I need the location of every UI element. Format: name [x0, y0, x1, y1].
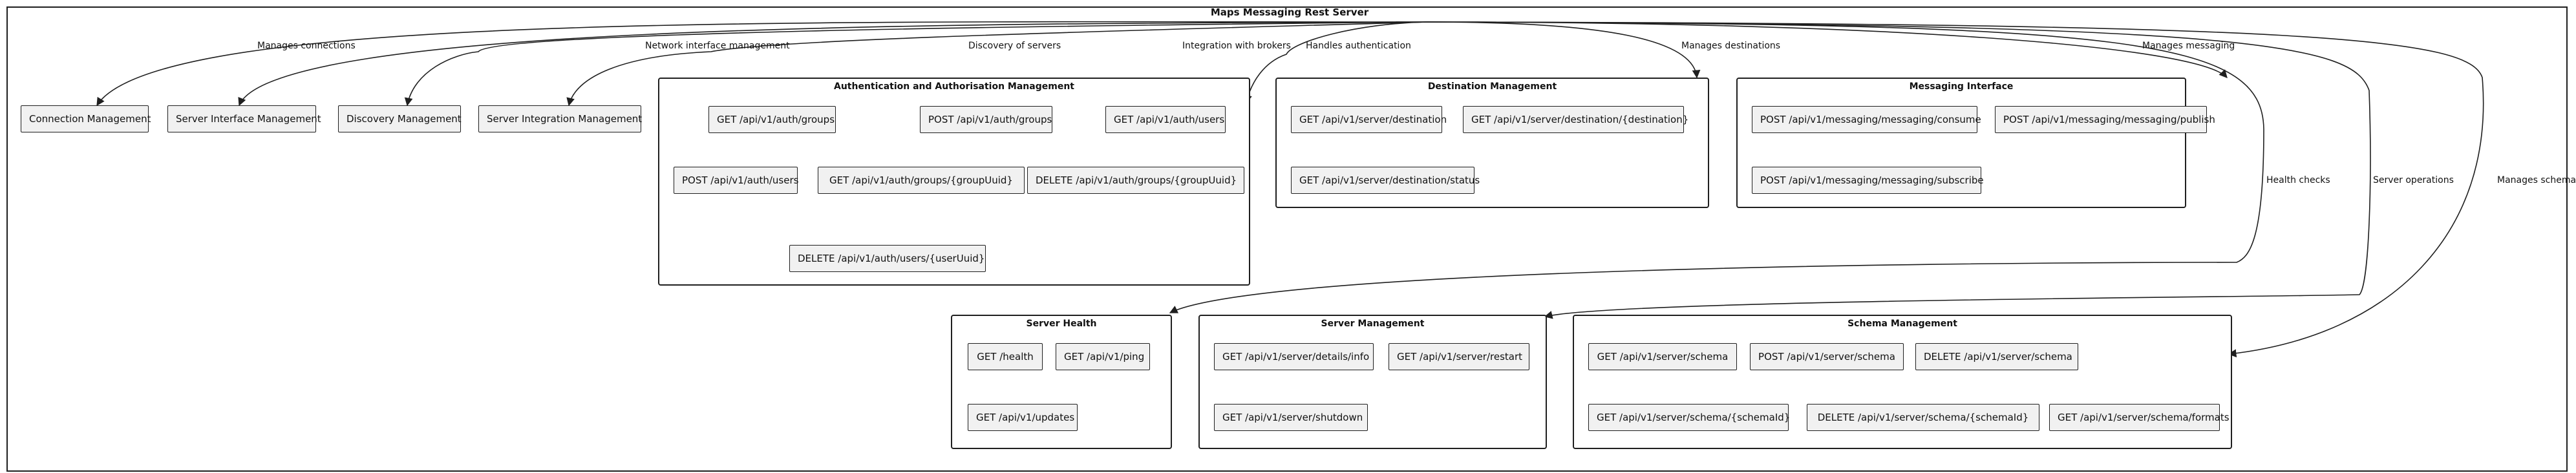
edge-label-integ: Integration with brokers — [1182, 41, 1291, 51]
endpoint: POST /api/v1/messaging/messaging/publish — [1995, 106, 2215, 133]
edge-label-conn: Manages connections — [257, 41, 356, 51]
endpoint: DELETE /api/v1/server/schema/{schemaId} — [1807, 404, 2039, 431]
edge-conn — [96, 21, 1428, 107]
endpoint: GET /api/v1/auth/groups — [708, 106, 836, 133]
group-schema-management: Schema Management GET /api/v1/server/sch… — [1573, 315, 2232, 449]
edge-integ — [566, 21, 1428, 107]
edge-label-schema: Manages schemas — [2497, 175, 2576, 185]
endpoint: GET /api/v1/server/details/info — [1214, 343, 1374, 370]
group-destination-title: Destination Management — [1427, 81, 1557, 92]
endpoint: GET /api/v1/server/destination/status — [1291, 167, 1480, 194]
node-server-integration-management: Server Integration Management — [478, 105, 642, 132]
diagram-title: Maps Messaging Rest Server — [1210, 6, 1369, 18]
endpoint: GET /api/v1/server/schema — [1588, 343, 1737, 370]
edge-msg — [1427, 21, 2228, 78]
endpoint: GET /api/v1/auth/groups/{groupUuid} — [818, 167, 1025, 194]
edge-health — [1169, 21, 2264, 313]
group-destination: Destination Management GET /api/v1/serve… — [1275, 78, 1709, 208]
endpoint: GET /api/v1/server/shutdown — [1214, 404, 1368, 431]
node-server-interface-management: Server Interface Management — [167, 105, 321, 132]
edge-disc — [404, 21, 1428, 107]
group-server-health: Server Health GET /health GET /api/v1/pi… — [951, 315, 1172, 449]
endpoint: GET /api/v1/server/schema/{schemaId} — [1588, 404, 1790, 431]
endpoint: DELETE /api/v1/auth/users/{userUuid} — [789, 245, 986, 272]
endpoint: DELETE /api/v1/server/schema — [1915, 343, 2078, 370]
endpoint: POST /api/v1/messaging/messaging/subscri… — [1752, 167, 1984, 194]
edge-dest — [1427, 21, 1701, 79]
endpoint: GET /api/v1/updates — [968, 404, 1078, 431]
edge-label-mgmt: Server operations — [2373, 175, 2454, 185]
group-server-management-title: Server Management — [1321, 319, 1425, 329]
endpoint: DELETE /api/v1/auth/groups/{groupUuid} — [1027, 167, 1244, 194]
group-server-health-title: Server Health — [1026, 319, 1097, 329]
endpoint: GET /health — [968, 343, 1043, 370]
endpoint: GET /api/v1/server/restart — [1389, 343, 1529, 370]
endpoint: GET /api/v1/auth/users — [1105, 106, 1226, 133]
edge-label-iface: Network interface management — [645, 41, 790, 51]
rest-server-frame — [6, 6, 2568, 472]
endpoint: GET /api/v1/server/schema/formats — [2049, 404, 2230, 431]
edge-label-auth: Handles authentication — [1306, 41, 1411, 51]
node-connection-management: Connection Management — [21, 105, 151, 132]
edge-mgmt — [1427, 21, 2371, 319]
node-discovery-management: Discovery Management — [338, 105, 462, 132]
edge-label-health: Health checks — [2266, 175, 2330, 185]
endpoint: GET /api/v1/server/destination/{destinat… — [1463, 106, 1688, 133]
group-messaging: Messaging Interface POST /api/v1/messagi… — [1736, 78, 2215, 208]
group-authentication-title: Authentication and Authorisation Managem… — [834, 81, 1074, 92]
edge-iface — [238, 21, 1428, 107]
group-messaging-title: Messaging Interface — [1909, 81, 2014, 92]
edge-label-disc: Discovery of servers — [968, 41, 1061, 51]
endpoint: POST /api/v1/auth/groups — [920, 106, 1052, 133]
endpoint: POST /api/v1/server/schema — [1750, 343, 1904, 370]
group-schema-management-title: Schema Management — [1847, 319, 1957, 329]
edge-auth — [1244, 21, 1428, 104]
endpoint: POST /api/v1/auth/users — [674, 167, 798, 194]
endpoint: POST /api/v1/messaging/messaging/consume — [1752, 106, 1981, 133]
edge-schema — [1427, 21, 2484, 358]
group-authentication: Authentication and Authorisation Managem… — [658, 78, 1250, 286]
edge-label-msg: Manages messaging — [2142, 41, 2235, 51]
endpoint: GET /api/v1/server/destination — [1291, 106, 1447, 133]
endpoint: GET /api/v1/ping — [1056, 343, 1150, 370]
edge-label-dest: Manages destinations — [1681, 41, 1781, 51]
group-server-management: Server Management GET /api/v1/server/det… — [1198, 315, 1547, 449]
